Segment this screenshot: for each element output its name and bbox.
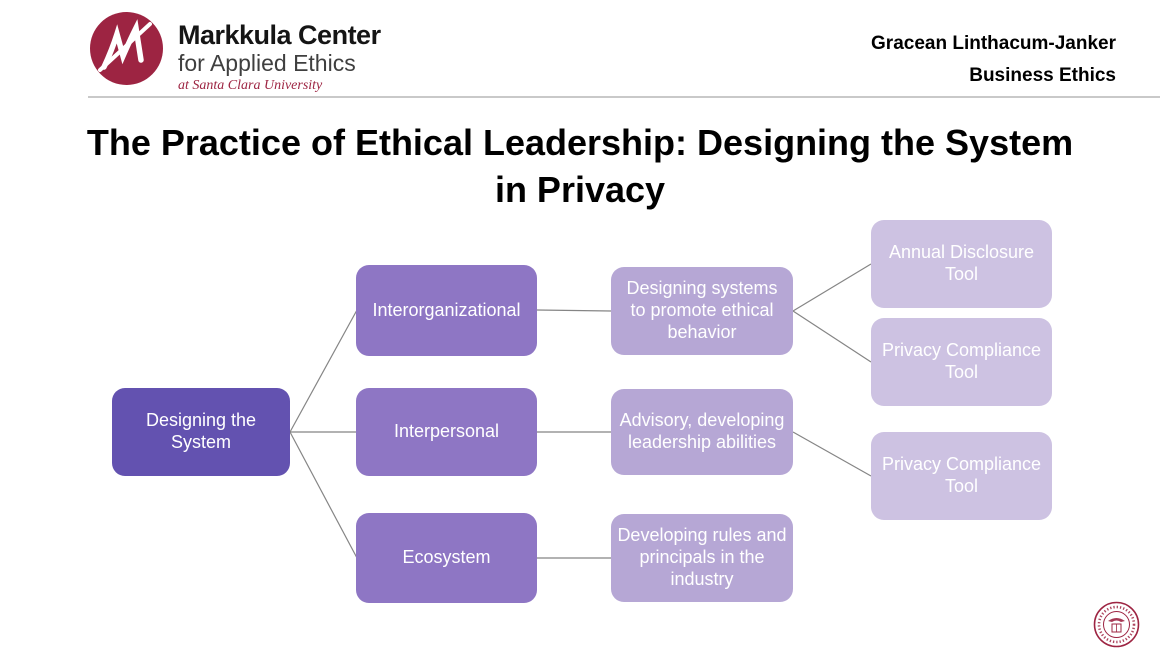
diagram-node-interpersonal: Interpersonal — [356, 388, 537, 476]
diagram-node-advisory: Advisory, developing leadership abilitie… — [611, 389, 793, 475]
page-title: The Practice of Ethical Leadership: Desi… — [0, 120, 1160, 214]
university-seal-icon — [1093, 601, 1140, 648]
logo-title: Markkula Center — [178, 20, 381, 50]
diagram-node-privacy-compliance-tool-1: Privacy Compliance Tool — [871, 318, 1052, 406]
node-label: Designing the System — [145, 410, 257, 452]
node-label: Advisory, developing leadership abilitie… — [619, 410, 785, 452]
node-label: Annual Disclosure Tool — [888, 242, 1035, 284]
logo-tagline: at Santa Clara University — [178, 78, 323, 93]
diagram-node-designing-systems: Designing systems to promote ethical beh… — [611, 267, 793, 355]
diagram-node-designing-the-system: Designing the System — [112, 388, 290, 476]
markkula-monogram-icon — [90, 12, 163, 85]
node-label: Ecosystem — [402, 547, 491, 568]
node-label: Developing rules and principals in the i… — [617, 525, 787, 589]
diagram-node-annual-disclosure-tool: Annual Disclosure Tool — [871, 220, 1052, 308]
markkula-logo: Markkula Center for Applied Ethics at Sa… — [178, 22, 381, 93]
author-block: Gracean Linthacum-Janker Business Ethics — [871, 28, 1116, 92]
diagram-node-ecosystem: Ecosystem — [356, 513, 537, 603]
course-name: Business Ethics — [969, 65, 1116, 86]
header-divider — [88, 96, 1160, 98]
page-title-text: The Practice of Ethical Leadership: Desi… — [86, 122, 1074, 210]
node-label: Privacy Compliance Tool — [881, 340, 1042, 382]
node-label: Privacy Compliance Tool — [881, 454, 1042, 496]
logo-subtitle: for Applied Ethics — [178, 50, 356, 76]
diagram-node-privacy-compliance-tool-2: Privacy Compliance Tool — [871, 432, 1052, 520]
node-label: Designing systems to promote ethical beh… — [626, 278, 778, 342]
node-label: Interpersonal — [393, 421, 500, 442]
node-label: Interorganizational — [372, 299, 521, 320]
diagram-node-interorganizational: Interorganizational — [356, 265, 537, 356]
author-name: Gracean Linthacum-Janker — [871, 33, 1116, 54]
diagram-node-developing-rules: Developing rules and principals in the i… — [611, 514, 793, 602]
